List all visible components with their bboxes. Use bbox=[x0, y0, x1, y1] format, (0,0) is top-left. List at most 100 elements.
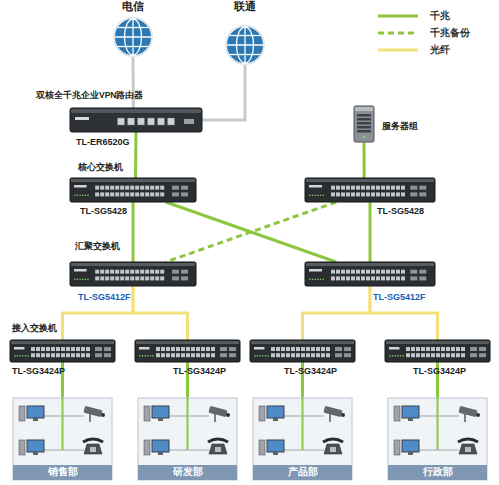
node-label: TL-ER6520G bbox=[76, 136, 130, 149]
legend-text: 千兆备份 bbox=[430, 26, 470, 40]
switch-port bbox=[66, 353, 70, 357]
pc-stand bbox=[158, 418, 163, 421]
switch-port bbox=[456, 347, 460, 351]
switch-port bbox=[130, 276, 134, 280]
switch-top-edge bbox=[71, 179, 195, 182]
switch-port bbox=[401, 192, 405, 196]
switch-port bbox=[276, 347, 280, 351]
pc-monitor bbox=[27, 440, 44, 452]
legend-line-sample bbox=[378, 32, 418, 35]
switch-shape bbox=[305, 178, 435, 202]
phone-handset bbox=[323, 439, 343, 442]
wiring-trunk bbox=[187, 398, 189, 450]
status-led bbox=[394, 355, 396, 357]
switch-port bbox=[125, 270, 129, 274]
switch-port bbox=[105, 186, 109, 190]
sfp-slot bbox=[220, 347, 227, 351]
department-panel: 研发部 bbox=[138, 398, 237, 480]
switch-port bbox=[441, 353, 445, 357]
switch-port bbox=[286, 347, 290, 351]
switch-port bbox=[110, 186, 114, 190]
status-led bbox=[85, 278, 87, 280]
switch-logo bbox=[139, 347, 150, 350]
switch-shape bbox=[305, 262, 435, 286]
switch-port bbox=[145, 270, 149, 274]
status-led bbox=[259, 355, 261, 357]
router-shape bbox=[70, 108, 202, 132]
wiring-branch bbox=[43, 416, 63, 417]
status-led bbox=[314, 278, 316, 280]
switch-port bbox=[181, 347, 185, 351]
switch-body bbox=[250, 340, 355, 362]
switch-shape bbox=[10, 340, 115, 362]
switch-port bbox=[396, 270, 400, 274]
globe-parallel bbox=[118, 27, 149, 28]
camera-lens bbox=[341, 413, 345, 417]
switch-port bbox=[391, 270, 395, 274]
switch-port bbox=[110, 276, 114, 280]
status-led bbox=[320, 194, 322, 196]
wiring-branch bbox=[418, 416, 438, 417]
switch-port bbox=[160, 270, 164, 274]
server-led bbox=[363, 136, 366, 139]
router-port bbox=[158, 118, 165, 125]
node-label: 双核全千兆企业VPN路由器 bbox=[36, 89, 143, 102]
switch-port bbox=[291, 353, 295, 357]
status-led bbox=[87, 194, 89, 196]
sfp-slot bbox=[335, 353, 342, 357]
switch-top-edge bbox=[386, 341, 489, 344]
switch-port bbox=[115, 270, 119, 274]
switch-port bbox=[120, 276, 124, 280]
switch-port bbox=[391, 192, 395, 196]
department-band bbox=[138, 465, 237, 480]
wiring-branch bbox=[188, 450, 210, 451]
node-label: TL-SG5428 bbox=[80, 205, 127, 218]
sfp-slot bbox=[344, 353, 351, 357]
switch-port bbox=[316, 353, 320, 357]
switch-port bbox=[81, 347, 85, 351]
sfp-slot bbox=[229, 353, 236, 357]
switch-logo bbox=[14, 347, 25, 350]
switch-port bbox=[326, 353, 330, 357]
sfp-slot bbox=[172, 186, 179, 190]
camera-body bbox=[208, 406, 227, 417]
pc-tower bbox=[394, 440, 400, 455]
network-link bbox=[166, 202, 336, 262]
switch-port bbox=[95, 186, 99, 190]
status-led bbox=[82, 194, 84, 196]
switch-port bbox=[436, 347, 440, 351]
switch-shape bbox=[135, 340, 240, 362]
switch-port bbox=[401, 270, 405, 274]
switch-port bbox=[46, 353, 50, 357]
switch-top-edge bbox=[11, 341, 114, 344]
network-link bbox=[134, 132, 137, 178]
status-led bbox=[150, 355, 152, 357]
switch-port bbox=[271, 353, 275, 357]
switch-logo bbox=[74, 269, 87, 272]
switch-logo bbox=[254, 347, 265, 350]
switch-body bbox=[385, 340, 490, 362]
status-led bbox=[262, 355, 264, 357]
network-link bbox=[132, 202, 135, 262]
switch-port bbox=[416, 347, 420, 351]
switch-port bbox=[301, 353, 305, 357]
switch-port bbox=[120, 186, 124, 190]
switch-port bbox=[56, 353, 60, 357]
pc-tower bbox=[259, 406, 265, 421]
network-link bbox=[363, 142, 366, 178]
switch-port bbox=[361, 186, 365, 190]
node-label: 产品部 bbox=[253, 465, 352, 478]
phone-handset bbox=[458, 439, 478, 442]
wiring-branch bbox=[63, 450, 85, 451]
switch-port bbox=[100, 270, 104, 274]
pc-stand bbox=[273, 452, 278, 455]
sfp-slot bbox=[220, 353, 227, 357]
switch-port bbox=[31, 347, 35, 351]
switch-port bbox=[291, 347, 295, 351]
sfp-slot bbox=[479, 347, 486, 351]
switch-port bbox=[76, 353, 80, 357]
switch-body bbox=[135, 340, 240, 362]
switch-port bbox=[391, 186, 395, 190]
switch-port bbox=[346, 276, 350, 280]
